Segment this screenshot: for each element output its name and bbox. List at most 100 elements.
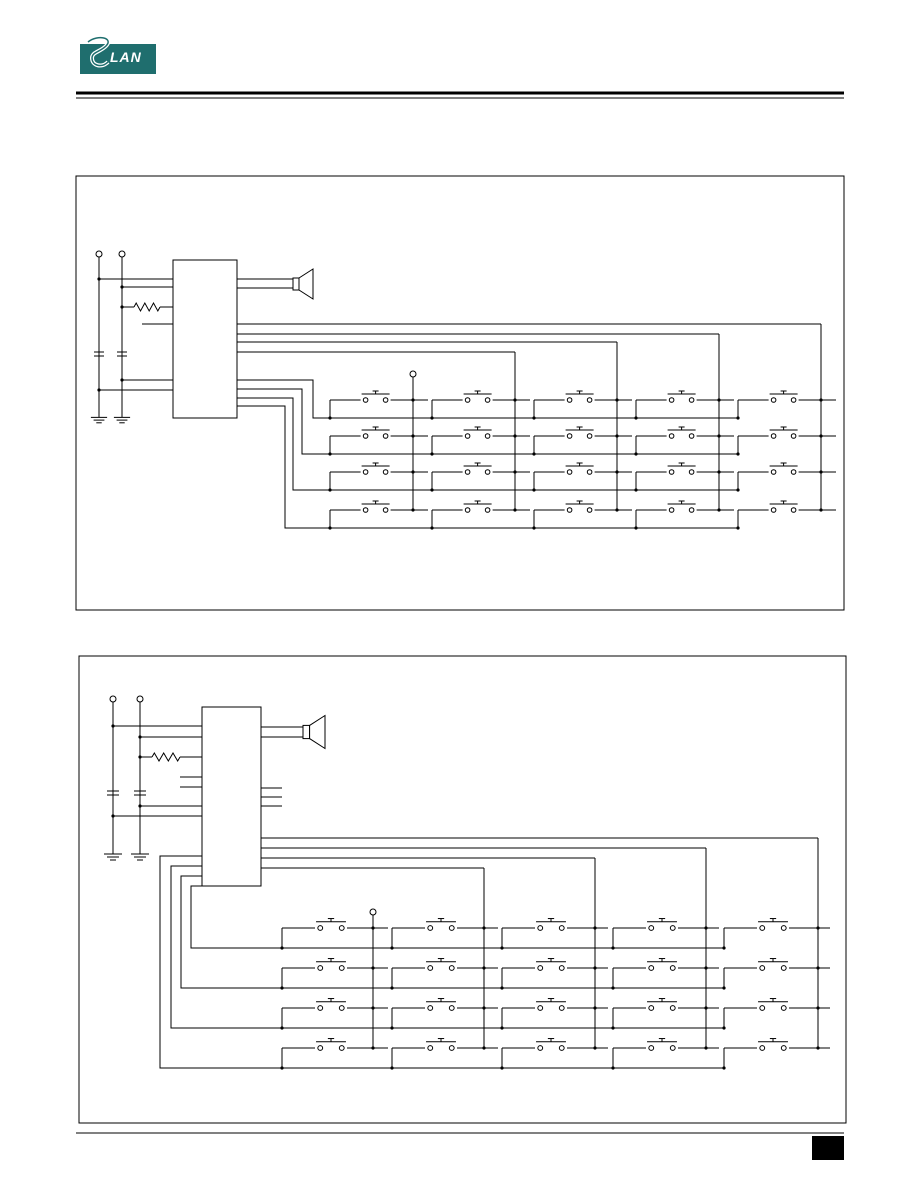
junction-dot bbox=[615, 398, 619, 402]
button-contact bbox=[448, 965, 455, 971]
diagram-1-frame bbox=[75, 175, 845, 611]
page-number-box bbox=[812, 1136, 844, 1160]
junction-dot bbox=[371, 926, 375, 930]
push-button bbox=[426, 1038, 456, 1051]
resistor bbox=[133, 301, 161, 313]
junction-dot bbox=[280, 986, 284, 990]
capacitor bbox=[107, 775, 119, 815]
button-contact bbox=[566, 433, 573, 439]
junction-dot bbox=[717, 434, 721, 438]
button-contact bbox=[780, 1005, 787, 1011]
button-contact bbox=[382, 507, 389, 513]
button-contact bbox=[688, 469, 695, 475]
capacitor bbox=[117, 340, 127, 380]
button-contact bbox=[484, 397, 491, 403]
button-contact bbox=[448, 1005, 455, 1011]
push-button bbox=[769, 426, 798, 439]
button-contact bbox=[668, 397, 675, 403]
junction-dot bbox=[611, 986, 615, 990]
button-contact bbox=[464, 397, 471, 403]
junction-dot bbox=[430, 452, 434, 456]
push-button bbox=[426, 918, 456, 931]
junction-dot bbox=[411, 508, 415, 512]
ground-symbol bbox=[131, 848, 149, 861]
row-line bbox=[237, 379, 738, 419]
button-contact bbox=[669, 925, 676, 931]
push-button bbox=[426, 998, 456, 1011]
button-contact bbox=[770, 397, 777, 403]
junction-dot bbox=[500, 946, 504, 950]
button-contact bbox=[427, 925, 434, 931]
button-contact bbox=[790, 433, 797, 439]
push-button bbox=[316, 1038, 346, 1051]
button-contact bbox=[586, 397, 593, 403]
junction-dot bbox=[819, 508, 823, 512]
button-contact bbox=[688, 433, 695, 439]
junction-dot bbox=[138, 735, 142, 739]
junction-dot bbox=[513, 508, 517, 512]
button-contact bbox=[566, 397, 573, 403]
button-contact bbox=[780, 965, 787, 971]
power-terminal bbox=[409, 370, 417, 378]
push-button bbox=[361, 500, 390, 513]
elan-logo-mark bbox=[80, 36, 156, 74]
junction-dot bbox=[532, 452, 536, 456]
button-contact bbox=[586, 433, 593, 439]
push-button bbox=[463, 426, 492, 439]
button-contact bbox=[537, 1005, 544, 1011]
button-contact bbox=[566, 469, 573, 475]
button-contact bbox=[537, 1045, 544, 1051]
ground-symbol bbox=[90, 412, 108, 424]
button-contact bbox=[566, 507, 573, 513]
junction-dot bbox=[513, 398, 517, 402]
speaker-cone bbox=[309, 714, 326, 750]
button-contact bbox=[790, 397, 797, 403]
junction-dot bbox=[816, 1046, 820, 1050]
junction-dot bbox=[611, 1026, 615, 1030]
junction-dot bbox=[328, 452, 332, 456]
button-contact bbox=[668, 469, 675, 475]
junction-dot bbox=[722, 946, 726, 950]
row-line bbox=[237, 388, 738, 455]
junction-dot bbox=[634, 526, 638, 530]
push-button bbox=[361, 426, 390, 439]
junction-dot bbox=[722, 1026, 726, 1030]
push-button bbox=[361, 390, 390, 403]
junction-dot bbox=[704, 926, 708, 930]
push-button bbox=[758, 1038, 788, 1051]
junction-dot bbox=[816, 1006, 820, 1010]
power-terminal bbox=[95, 250, 103, 258]
junction-dot bbox=[736, 452, 740, 456]
push-button bbox=[565, 462, 594, 475]
row-line bbox=[237, 397, 738, 491]
button-contact bbox=[382, 469, 389, 475]
junction-dot bbox=[615, 470, 619, 474]
push-button bbox=[565, 426, 594, 439]
junction-dot bbox=[634, 488, 638, 492]
button-contact bbox=[382, 433, 389, 439]
button-contact bbox=[448, 925, 455, 931]
junction-dot bbox=[280, 946, 284, 950]
button-contact bbox=[338, 1045, 345, 1051]
button-contact bbox=[484, 507, 491, 513]
junction-dot bbox=[634, 452, 638, 456]
button-contact bbox=[669, 965, 676, 971]
button-contact bbox=[427, 1045, 434, 1051]
junction-dot bbox=[120, 305, 124, 309]
button-contact bbox=[648, 925, 655, 931]
junction-dot bbox=[736, 526, 740, 530]
header-rule bbox=[76, 91, 844, 99]
push-button bbox=[536, 958, 566, 971]
button-contact bbox=[464, 433, 471, 439]
junction-dot bbox=[390, 986, 394, 990]
speaker-body bbox=[292, 277, 300, 291]
junction-dot bbox=[371, 1006, 375, 1010]
junction-dot bbox=[736, 416, 740, 420]
diagram-1 bbox=[90, 250, 836, 530]
ground-symbol bbox=[104, 848, 122, 861]
power-terminal bbox=[118, 250, 126, 258]
button-contact bbox=[558, 965, 565, 971]
junction-dot bbox=[615, 508, 619, 512]
junction-dot bbox=[482, 926, 486, 930]
